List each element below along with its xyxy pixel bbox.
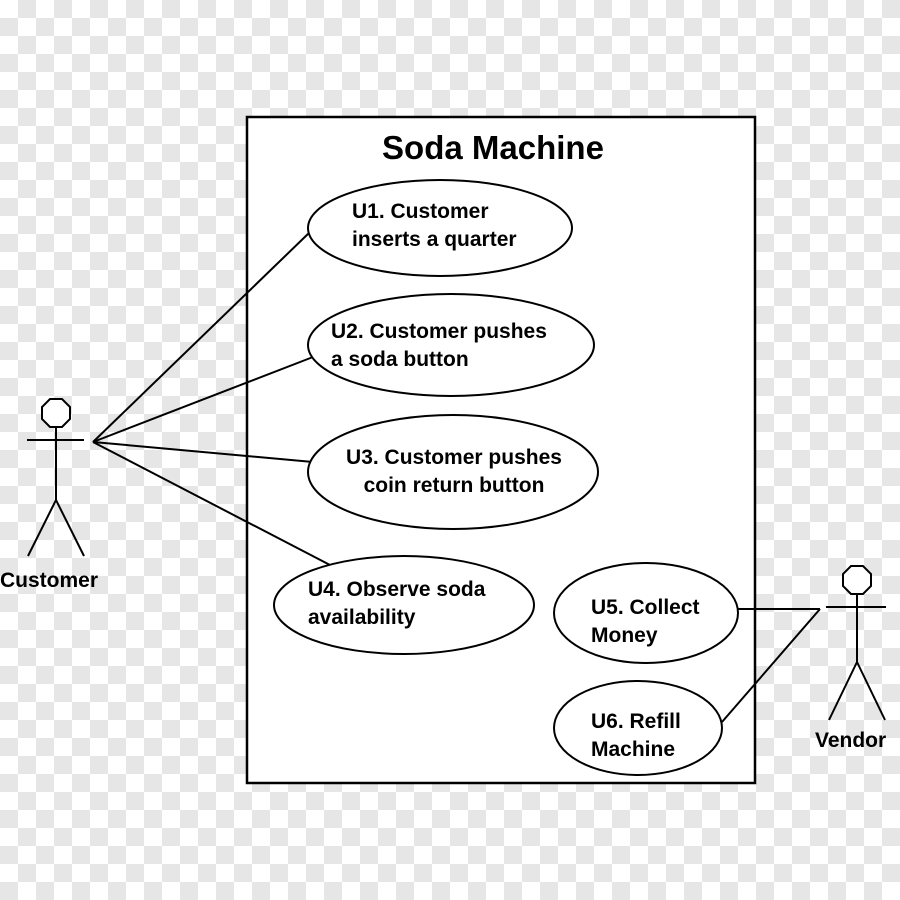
customer-associations: [92, 231, 331, 566]
customer-stick-figure: [27, 398, 85, 557]
association-customer-u3: [92, 441, 314, 463]
use-case-u1-line1: U1. Customer: [352, 200, 489, 223]
vendor-head: [842, 565, 872, 595]
use-case-u3-line1: U3. Customer pushes: [346, 446, 562, 469]
association-customer-u4: [92, 441, 331, 566]
association-vendor-u6: [721, 608, 821, 723]
vendor-left-leg: [828, 661, 858, 721]
use-case-u4-label: U4. Observe soda availability: [308, 576, 485, 632]
customer-head: [41, 398, 71, 428]
association-customer-u2: [92, 356, 314, 443]
use-case-u4-line1: U4. Observe soda: [308, 578, 486, 601]
vendor-actor-label: Vendor: [815, 729, 887, 752]
use-case-u5-ellipse: [553, 562, 739, 664]
use-case-u1-ellipse: [307, 179, 573, 277]
use-case-u3-ellipse: [307, 414, 599, 530]
vendor-associations: [721, 608, 821, 723]
system-title: Soda Machine: [382, 129, 604, 166]
vendor-stick-figure: [826, 565, 886, 721]
use-case-u6-line2: Machine: [591, 738, 676, 761]
vendor-right-leg: [856, 661, 886, 721]
use-case-u1-line2: inserts a quarter: [352, 228, 517, 251]
use-case-u2-line1: U2. Customer pushes: [331, 320, 547, 343]
use-case-u4-ellipse: [273, 555, 535, 655]
use-case-u4-line2: availability: [308, 606, 416, 629]
customer-right-leg: [55, 499, 85, 557]
use-case-u2-label: U2. Customer pushes a soda button: [331, 318, 547, 374]
use-case-u5-label: U5. Collect Money: [591, 594, 700, 650]
use-case-u6-label: U6. Refill Machine: [591, 708, 681, 764]
association-customer-u1: [92, 231, 311, 443]
use-case-u3-line2: coin return button: [363, 474, 545, 497]
customer-left-leg: [27, 499, 57, 557]
customer-actor-label: Customer: [0, 569, 99, 592]
use-case-u6-line1: U6. Refill: [591, 710, 681, 733]
use-case-u2-line2: a soda button: [331, 348, 469, 371]
use-case-u3-label: U3. Customer pushes coin return button: [323, 444, 585, 500]
use-case-u5-line2: Money: [591, 624, 658, 647]
use-case-u1-label: U1. Customer inserts a quarter: [352, 198, 517, 254]
use-case-u6-ellipse: [553, 680, 723, 776]
use-case-u5-line1: U5. Collect: [591, 596, 700, 619]
use-case-u2-ellipse: [307, 293, 595, 397]
